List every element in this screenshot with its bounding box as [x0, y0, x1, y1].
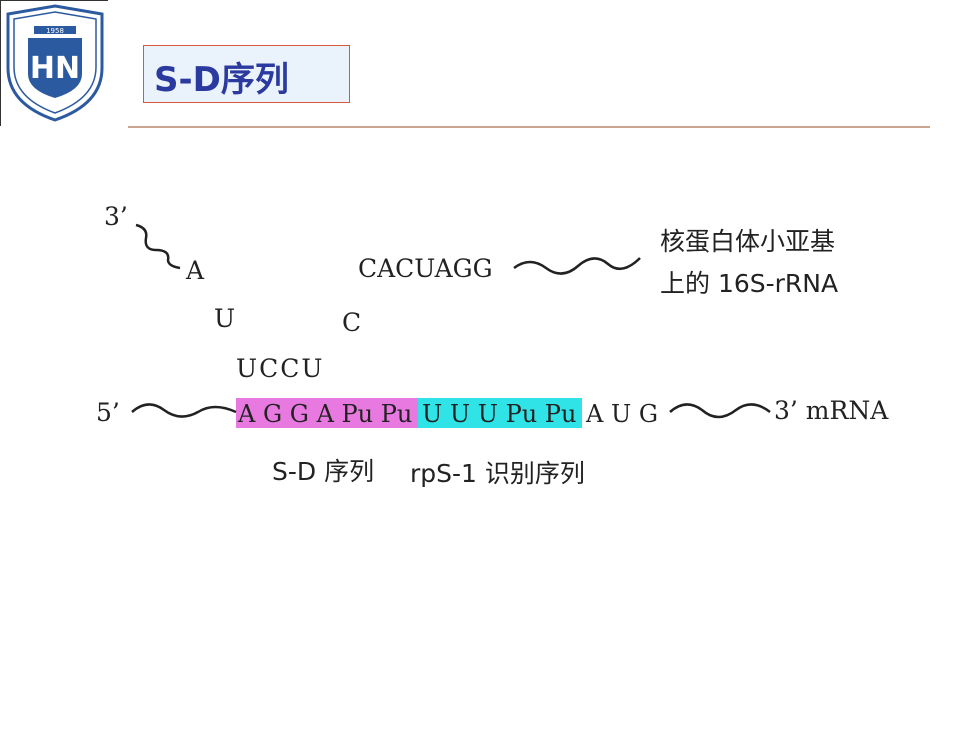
mrna-3prime-label: 3’ mRNA	[774, 396, 889, 425]
hainan-university-logo: HN 1958	[6, 4, 104, 122]
logo-letters: HN	[30, 51, 80, 86]
logo-frame-left	[0, 0, 1, 126]
paired-sequence: UCCU	[236, 354, 325, 383]
slide-title: S-D序列	[154, 60, 289, 100]
logo-year: 1958	[46, 27, 64, 35]
sd-sequence: A G G A Pu Pu	[238, 400, 413, 428]
header-rule	[128, 126, 930, 128]
mrna-5prime-wavy	[131, 403, 237, 418]
rrna-wavy-tail	[513, 257, 641, 275]
rps1-highlight	[418, 398, 582, 428]
rrna-3prime-tail	[135, 223, 181, 270]
rrna-sequence: CACUAGG	[358, 254, 493, 283]
rrna-label-line1: 核蛋白体小亚基	[660, 227, 836, 256]
mrna-5prime-label: 5’	[96, 398, 120, 427]
rrna-base-u: U	[214, 304, 236, 333]
mrna-3prime-wavy	[669, 403, 771, 419]
rrna-base-a: A	[186, 256, 205, 285]
sd-label: S-D 序列	[272, 457, 375, 486]
start-codon: A U G	[586, 400, 658, 428]
rrna-3prime-label: 3’	[104, 202, 128, 231]
rrna-base-c: C	[342, 308, 362, 337]
rps1-sequence: U U U Pu Pu	[422, 400, 577, 428]
rrna-label-line2: 上的 16S-rRNA	[660, 269, 839, 298]
sd-highlight	[236, 398, 418, 428]
logo-frame-top	[0, 0, 108, 1]
rps1-label: rpS-1 识别序列	[410, 459, 585, 488]
title-box: S-D序列	[143, 45, 350, 103]
